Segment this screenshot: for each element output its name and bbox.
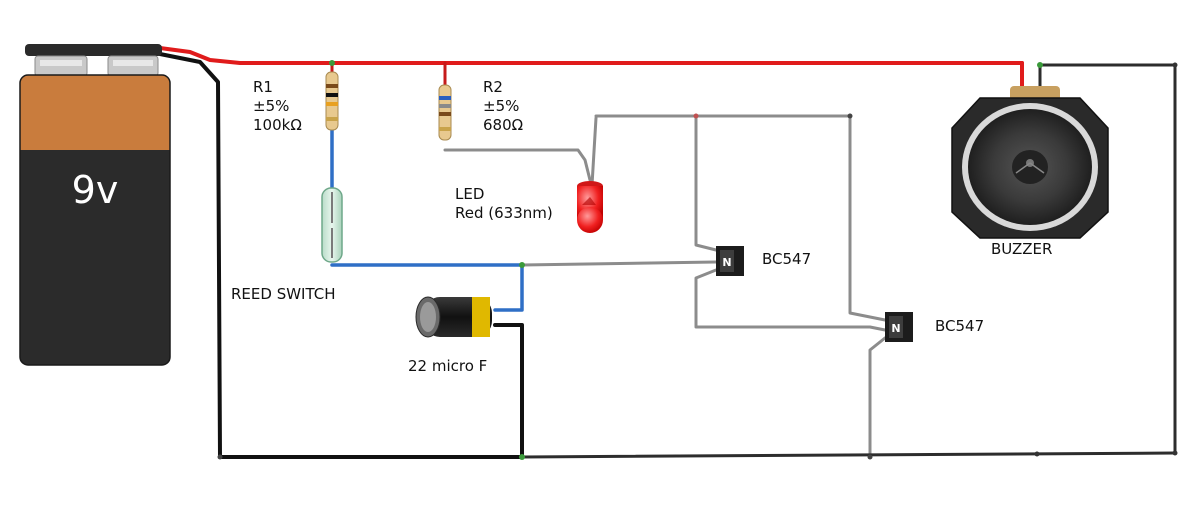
reed-switch [321,187,343,263]
reed-switch-label: REED SWITCH [231,285,336,303]
wires [148,46,1177,459]
wire-q1-emitter-to-q2-base [694,268,887,332]
r1-name: R1 [253,78,273,96]
svg-text:N: N [722,256,731,269]
wire-node-to-cap [493,263,524,312]
wire-ground-bus-right [520,451,1177,459]
r1-value: 100kΩ [253,116,302,134]
junction-ground-mid [1034,451,1040,457]
wire-reed-node-to-q1-base [520,260,718,267]
junction-q1-col [693,113,699,119]
junction-dots [217,60,1178,460]
wire-led-anode-top [590,116,598,187]
wire-r2-to-led [443,148,592,182]
wire-top-collector-bus [594,114,887,322]
led [577,181,603,233]
svg-text:N: N [891,322,900,335]
buzzer [951,86,1109,239]
junction-ground [519,454,525,460]
r2-tolerance: ±5% [483,97,520,115]
r1-tolerance: ±5% [253,97,290,115]
junction-buzzer-neg [1037,62,1043,68]
junction-right-top [1172,62,1178,68]
wire-q1-collector [694,114,718,252]
battery-label: 9v [72,168,119,212]
junction-q2-col [847,113,853,119]
junction-q2-gnd [867,454,873,460]
battery: 9v [19,44,171,366]
resistor-r2 [438,84,452,141]
buzzer-label: BUZZER [991,240,1053,258]
r2-value: 680Ω [483,116,524,134]
junction-left-gnd [217,454,223,460]
red-drops [330,61,447,87]
capacitor-label: 22 micro F [408,357,488,375]
wire-q2-emitter-to-ground [868,336,887,459]
wire-cap-negative [493,323,524,459]
led-name: LED [455,185,485,203]
gray-wires [443,114,887,459]
resistor-r1 [325,71,339,131]
junction-vcc-r1 [329,60,335,66]
blue-wires [330,128,524,312]
r2-name: R2 [483,78,503,96]
red-wires [158,46,1024,94]
transistor1-label: BC547 [762,250,812,268]
led-spec: Red (633nm) [455,204,553,222]
transistor-q1: N [716,246,744,276]
transistor2-label: BC547 [935,317,985,335]
wire-battery-positive [158,46,1024,65]
black-wires [148,50,524,459]
wire-buzzer-negative [1038,63,1177,94]
transistor-q2: N [885,312,913,342]
junction-right-bottom [1172,450,1178,456]
junction-reed-node [519,262,525,268]
capacitor [415,296,492,338]
wire-battery-negative [148,50,222,459]
